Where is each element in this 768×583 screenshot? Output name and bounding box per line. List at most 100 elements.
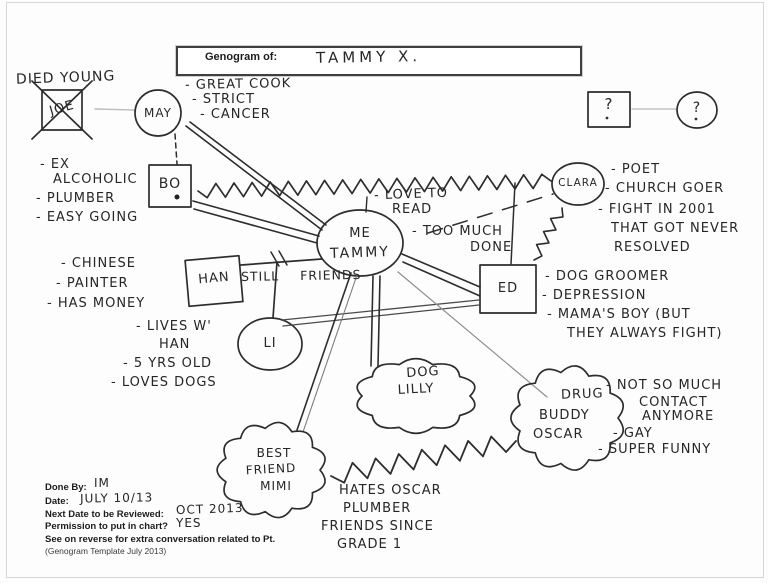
ed-note: - MAMA'S BOY (BUT xyxy=(547,307,691,322)
oscar-note: - NOT SO MUCH xyxy=(606,378,723,393)
tammy-name-me: ME xyxy=(349,226,371,241)
bo-ink-dot xyxy=(174,194,180,200)
li-child-line xyxy=(272,261,278,319)
oscar-note: - SUPER FUNNY xyxy=(598,442,712,457)
mimi-oscar-conflict-zigzag xyxy=(330,435,517,484)
li-name: LI xyxy=(263,336,277,351)
clara-note: RESOLVED xyxy=(614,240,691,255)
ed-clara-conflict-zigzag xyxy=(533,207,564,261)
mimi-cloud-text: FRIEND xyxy=(245,460,297,478)
may-name: MAY xyxy=(144,106,172,120)
unknown-male-name: ? xyxy=(604,95,614,113)
review-value: OCT 2013 xyxy=(175,500,244,518)
tammy-oscar-line xyxy=(397,271,548,398)
unknown-female-symbol xyxy=(676,91,718,129)
mimi-oscar-note: GRADE 1 xyxy=(337,537,403,552)
unknown-male-symbol xyxy=(587,91,631,128)
lilly-cloud-shape xyxy=(356,357,476,435)
tammy-note-tick-line xyxy=(365,196,368,213)
oscar-note: ANYMORE xyxy=(642,409,715,424)
unknown-female-dot xyxy=(694,117,698,121)
joe-deceased-cross-icon xyxy=(31,80,93,140)
li-female-symbol xyxy=(237,317,303,371)
bo-note: - EX xyxy=(40,157,70,172)
bo-tammy-line xyxy=(193,208,318,244)
may-note: - STRICT xyxy=(192,92,255,107)
date-value: JULY 10/13 xyxy=(79,490,154,506)
ed-note: THEY ALWAYS FIGHT) xyxy=(567,326,723,341)
oscar-cloud-shape xyxy=(510,365,625,471)
oscar-note: - GAY xyxy=(613,426,653,441)
mimi-cloud-text: BEST xyxy=(256,446,292,460)
mimi-cloud-text: MIMI xyxy=(260,479,292,493)
permission-value: YES xyxy=(176,516,202,530)
clara-note: THAT GOT NEVER xyxy=(611,221,740,236)
title-box xyxy=(176,46,582,76)
bo-name: BO xyxy=(158,176,182,192)
review-label: Next Date to be Reviewed: xyxy=(45,509,164,520)
date-label: Date: xyxy=(45,496,69,507)
bo-note: - EASY GOING xyxy=(36,210,139,225)
oscar-cloud-text: DRUG xyxy=(560,386,604,403)
mimi-cloud-shape xyxy=(216,421,326,519)
clara-note: - FIGHT IN 2001 xyxy=(598,202,716,217)
may-bo-dashed-line xyxy=(174,133,178,165)
han-male-symbol xyxy=(184,254,244,308)
mimi-oscar-note: PLUMBER xyxy=(343,501,412,516)
tammy-note: READ xyxy=(392,202,433,217)
joe-annotation: DIED YOUNG xyxy=(15,68,116,88)
joe-male-symbol xyxy=(41,89,83,131)
oscar-cloud-text: BUDDY xyxy=(539,408,590,423)
ed-note: - DEPRESSION xyxy=(542,288,647,303)
title-value: TAMMY X. xyxy=(315,47,422,67)
done-by-value: IM xyxy=(94,476,110,490)
ed-name: ED xyxy=(497,281,519,296)
oscar-note: CONTACT xyxy=(639,395,708,410)
li-note: - 5 YRS OLD xyxy=(123,356,213,371)
may-note: - GREAT COOK xyxy=(184,76,292,93)
han-tammy-relationship-label: STILL FRIENDS xyxy=(240,266,362,285)
tammy-ed-line xyxy=(402,261,481,297)
separation-slash-icon xyxy=(270,251,280,267)
may-tammy-line xyxy=(185,125,323,231)
li-note: - LOVES DOGS xyxy=(111,375,217,390)
title-label: Genogram of: xyxy=(205,51,278,63)
tammy-ed-line xyxy=(401,253,481,288)
bo-note: ALCOHOLIC xyxy=(53,172,138,187)
clara-note: - POET xyxy=(611,162,661,177)
tammy-lilly-line xyxy=(370,275,374,367)
tammy-mimi-line xyxy=(296,272,352,431)
clara-name: CLARA xyxy=(558,177,598,189)
mimi-oscar-note: FRIENDS SINCE xyxy=(321,519,434,534)
tammy-clara-dashed-line xyxy=(427,193,554,234)
bo-tammy-line xyxy=(192,200,320,237)
tammy-lilly-line xyxy=(377,275,381,367)
tammy-self-symbol xyxy=(316,209,404,277)
unknown-male-dot xyxy=(605,116,609,120)
may-tammy-line xyxy=(189,121,327,226)
tammy-note: DONE xyxy=(470,240,513,255)
tammy-name: TAMMY xyxy=(329,243,391,263)
clara-note: - CHURCH GOER xyxy=(605,181,725,196)
li-note: HAN xyxy=(159,337,191,352)
permission-label: Permission to put in chart? xyxy=(45,521,168,532)
han-note: - PAINTER xyxy=(56,276,129,291)
bo-male-symbol xyxy=(148,164,192,208)
li-note: - LIVES W' xyxy=(136,319,212,334)
han-note: - HAS MONEY xyxy=(47,296,146,311)
bo-note: - PLUMBER xyxy=(36,191,116,206)
template-note: (Genogram Template July 2013) xyxy=(45,546,167,556)
clara-female-symbol xyxy=(551,162,605,206)
separation-slash-icon xyxy=(278,250,288,266)
bo-clara-conflict-zigzag xyxy=(197,173,552,199)
reverse-note: See on reverse for extra conversation re… xyxy=(45,534,276,545)
ed-note: - DOG GROOMER xyxy=(545,269,670,284)
han-note: - CHINESE xyxy=(61,256,136,271)
ed-male-symbol xyxy=(479,264,537,314)
tammy-note: - TOO MUCH xyxy=(412,224,503,239)
li-ed-line xyxy=(281,299,480,321)
done-by-label: Done By: xyxy=(45,482,87,493)
may-note: - CANCER xyxy=(200,107,271,122)
